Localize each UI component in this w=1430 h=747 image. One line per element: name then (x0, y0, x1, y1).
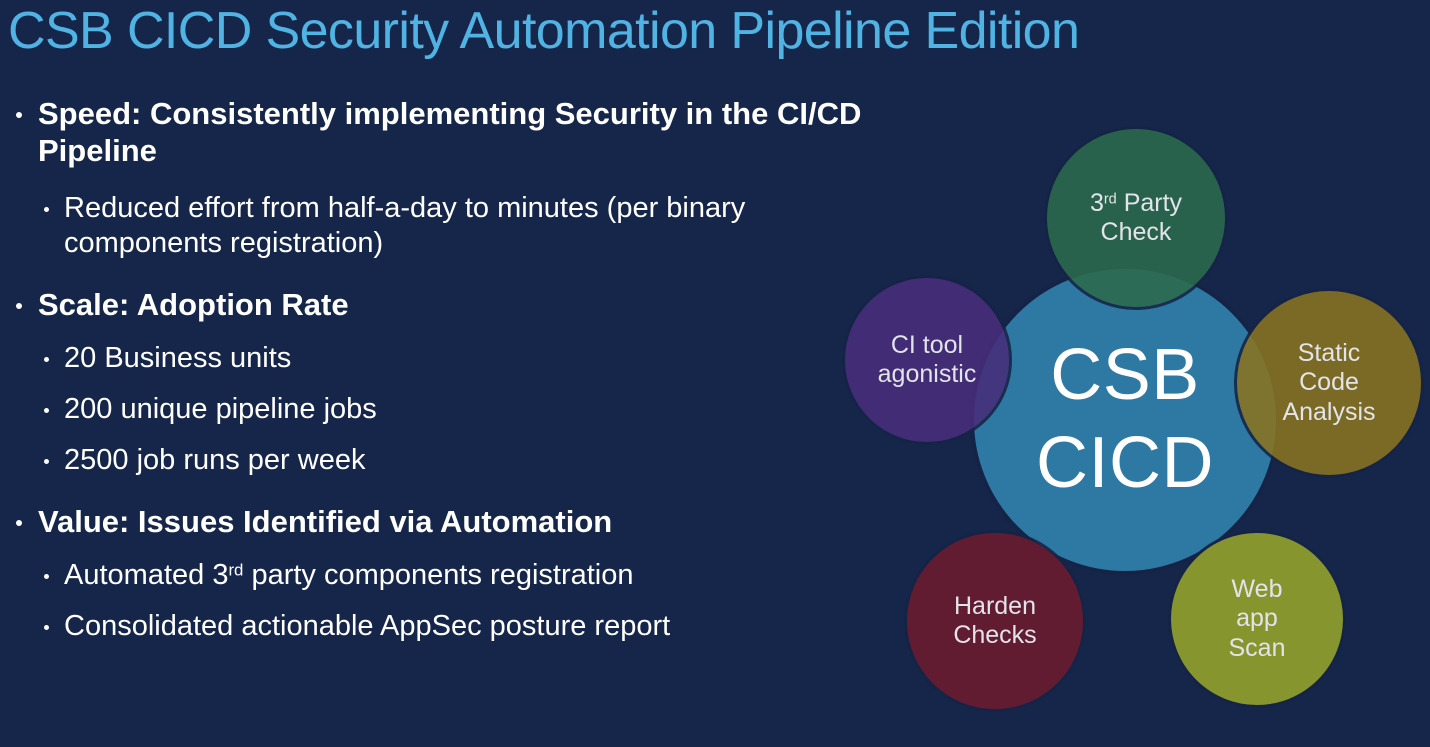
bullet-level2-scale-2-text: 200 unique pipeline jobs (64, 393, 377, 426)
ordinal-suffix: rd (1103, 190, 1117, 207)
bullet-level2-speed-1-text: Reduced effort from half-a-day to minute… (64, 192, 746, 259)
page-title: CSB CICD Security Automation Pipeline Ed… (8, 2, 1080, 60)
spacer (0, 429, 880, 443)
node-line2: Check (1100, 218, 1172, 246)
diagram-center-circle: CSB CICD (970, 265, 1280, 575)
bullet-level2-scale-1: 20 Business units (0, 341, 880, 376)
bullet-level2-scale-3: 2500 job runs per week (0, 443, 880, 478)
bullet-level1-speed: Speed: Consistently implementing Securit… (0, 96, 880, 169)
bullet-level2-scale-3-text: 2500 job runs per week (64, 443, 366, 476)
diagram-node-static-code-analysis: Static Code Analysis (1234, 288, 1424, 478)
bullet-dot-icon (44, 207, 49, 213)
spacer (0, 595, 880, 609)
diagram-node-harden-checks: Harden Checks (904, 530, 1086, 712)
diagram-node-harden-checks-label: Harden Checks (947, 592, 1042, 651)
spacer (0, 325, 880, 341)
diagram-center-line1: CSB (1050, 335, 1200, 416)
bullet-dot-icon (16, 519, 22, 526)
node-line1-prefix: 3 (1089, 188, 1104, 217)
node-line1: Web (1231, 574, 1283, 603)
csb-cicd-diagram: CSB CICD 3rd Party Check CI tool agonist… (822, 110, 1430, 712)
diagram-node-web-app-scan-label: Web app Scan (1223, 575, 1292, 664)
node-line1: CI tool (890, 330, 964, 359)
spacer (0, 263, 880, 287)
ordinal-suffix: rd (228, 560, 244, 580)
bullet-level2-value-1: Automated 3rd party components registrat… (0, 558, 880, 593)
bullet-dot-icon (44, 625, 49, 631)
node-line2: Code (1299, 368, 1359, 397)
diagram-center-line2: CICD (1036, 423, 1214, 503)
bullet-level1-value: Value: Issues Identified via Automation (0, 504, 880, 541)
bullet-content-column: Speed: Consistently implementing Securit… (0, 96, 880, 646)
node-line1: Harden (954, 591, 1036, 620)
spacer (0, 378, 880, 392)
bullet-level1-value-text: Value: Issues Identified via Automation (38, 503, 613, 539)
bullet-dot-icon (16, 302, 22, 309)
bullet-level2-value-1-suffix: party components registration (243, 559, 634, 592)
bullet-dot-icon (44, 357, 49, 363)
node-line2: agonistic (877, 360, 977, 388)
bullet-level2-scale-1-text: 20 Business units (64, 342, 292, 375)
diagram-node-ci-tool-agonistic: CI tool agonistic (842, 275, 1012, 445)
node-line1: Static (1297, 338, 1361, 367)
spacer (0, 480, 880, 504)
node-line3: Scan (1228, 633, 1286, 662)
bullet-dot-icon (16, 112, 22, 119)
bullet-level1-scale-text: Scale: Adoption Rate (38, 286, 349, 322)
node-line2: Checks (953, 621, 1037, 649)
node-line3: Analysis (1282, 397, 1376, 426)
bullet-level2-speed-1: Reduced effort from half-a-day to minute… (0, 191, 880, 261)
diagram-node-web-app-scan: Web app Scan (1168, 530, 1346, 708)
bullet-level2-value-2: Consolidated actionable AppSec posture r… (0, 609, 880, 644)
bullet-level1-speed-text: Speed: Consistently implementing Securit… (38, 96, 862, 168)
bullet-dot-icon (44, 408, 49, 414)
node-line2: app (1236, 604, 1278, 633)
bullet-dot-icon (44, 458, 49, 464)
diagram-node-ci-tool-agonistic-label: CI tool agonistic (872, 331, 983, 390)
node-line1-suffix: Party (1116, 188, 1183, 217)
bullet-level2-scale-2: 200 unique pipeline jobs (0, 392, 880, 427)
bullet-level1-scale: Scale: Adoption Rate (0, 287, 880, 324)
diagram-node-static-code-analysis-label: Static Code Analysis (1276, 339, 1381, 428)
diagram-center-label: CSB CICD (1036, 332, 1214, 508)
spacer (0, 171, 880, 191)
spacer (0, 542, 880, 558)
bullet-level2-value-1-prefix: Automated 3 (64, 559, 229, 592)
bullet-level2-value-2-text: Consolidated actionable AppSec posture r… (64, 610, 671, 643)
diagram-node-third-party-check: 3rd Party Check (1044, 126, 1228, 310)
bullet-dot-icon (44, 574, 49, 580)
diagram-node-third-party-check-label: 3rd Party Check (1084, 189, 1188, 248)
